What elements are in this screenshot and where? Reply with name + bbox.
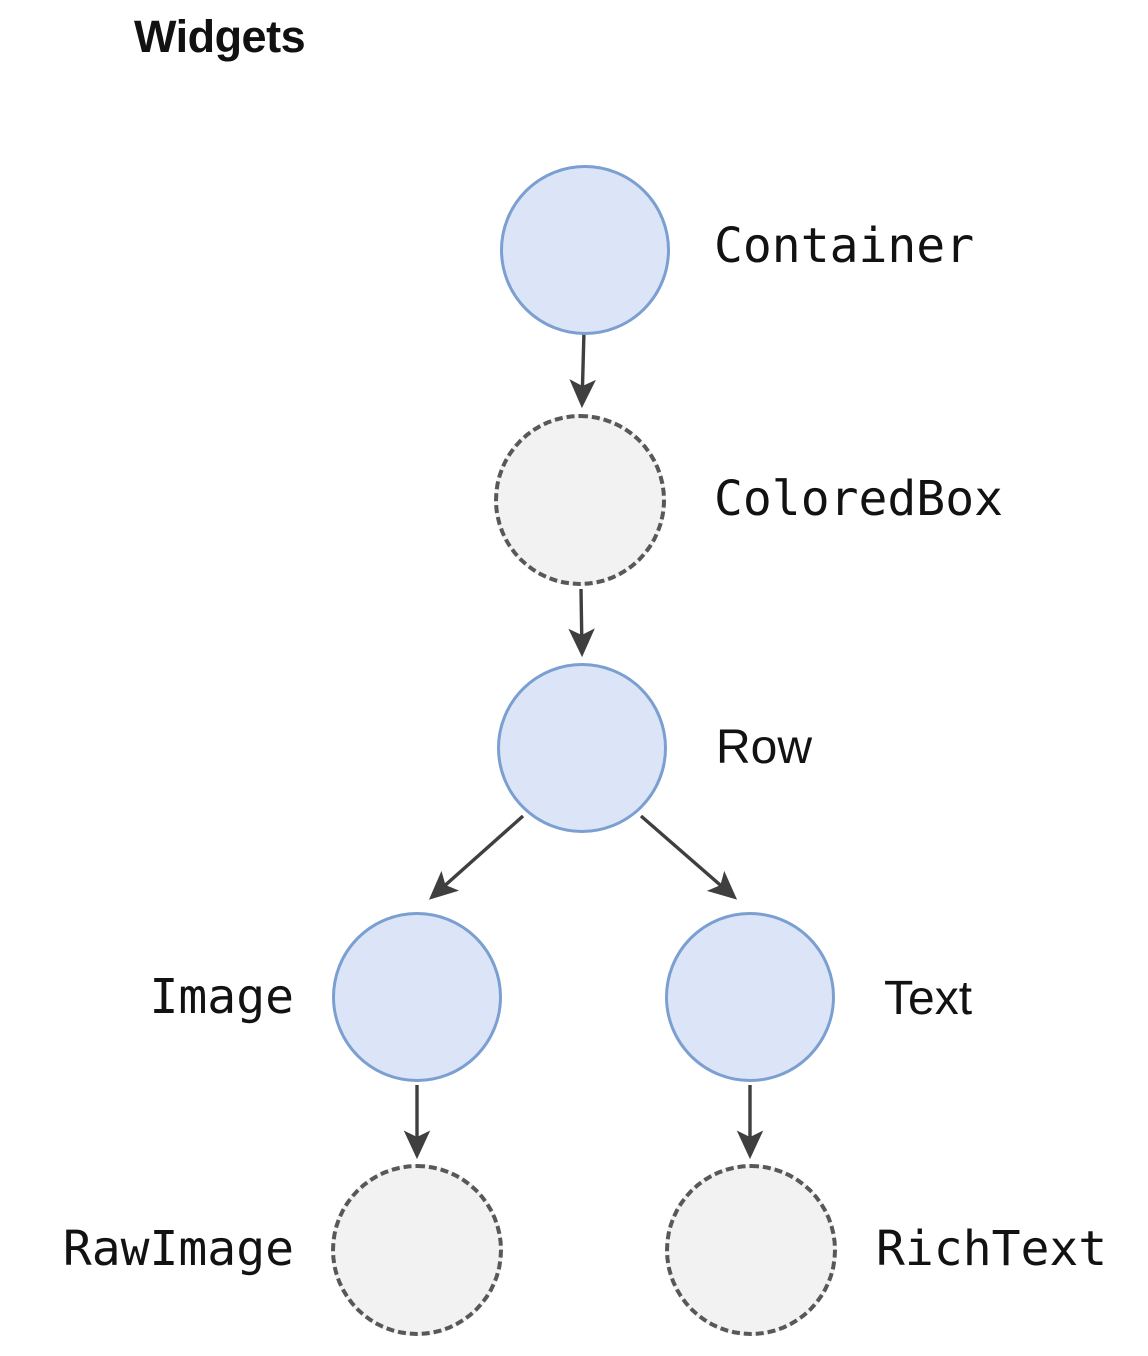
page-title: Widgets [134, 11, 306, 62]
node-row[interactable] [497, 663, 667, 833]
edge-row-text [639, 814, 738, 900]
node-text[interactable] [665, 912, 835, 1082]
edge-container-coloredbox [569, 330, 596, 409]
node-richtext[interactable] [665, 1164, 837, 1336]
edge-row-image [428, 814, 525, 900]
node-label-coloredbox: ColoredBox [714, 471, 1003, 527]
node-label-richtext: RichText [876, 1221, 1108, 1277]
node-label-rawimage: RawImage [62, 1221, 294, 1277]
node-container[interactable] [500, 165, 670, 335]
node-label-row: Row [716, 721, 813, 774]
node-coloredbox[interactable] [494, 414, 666, 586]
node-label-image: Image [149, 969, 295, 1025]
node-image[interactable] [332, 912, 502, 1082]
node-label-container: Container [714, 218, 975, 274]
edge-coloredbox-row [568, 588, 595, 658]
node-rawimage[interactable] [331, 1164, 503, 1336]
node-label-text: Text [884, 972, 973, 1025]
